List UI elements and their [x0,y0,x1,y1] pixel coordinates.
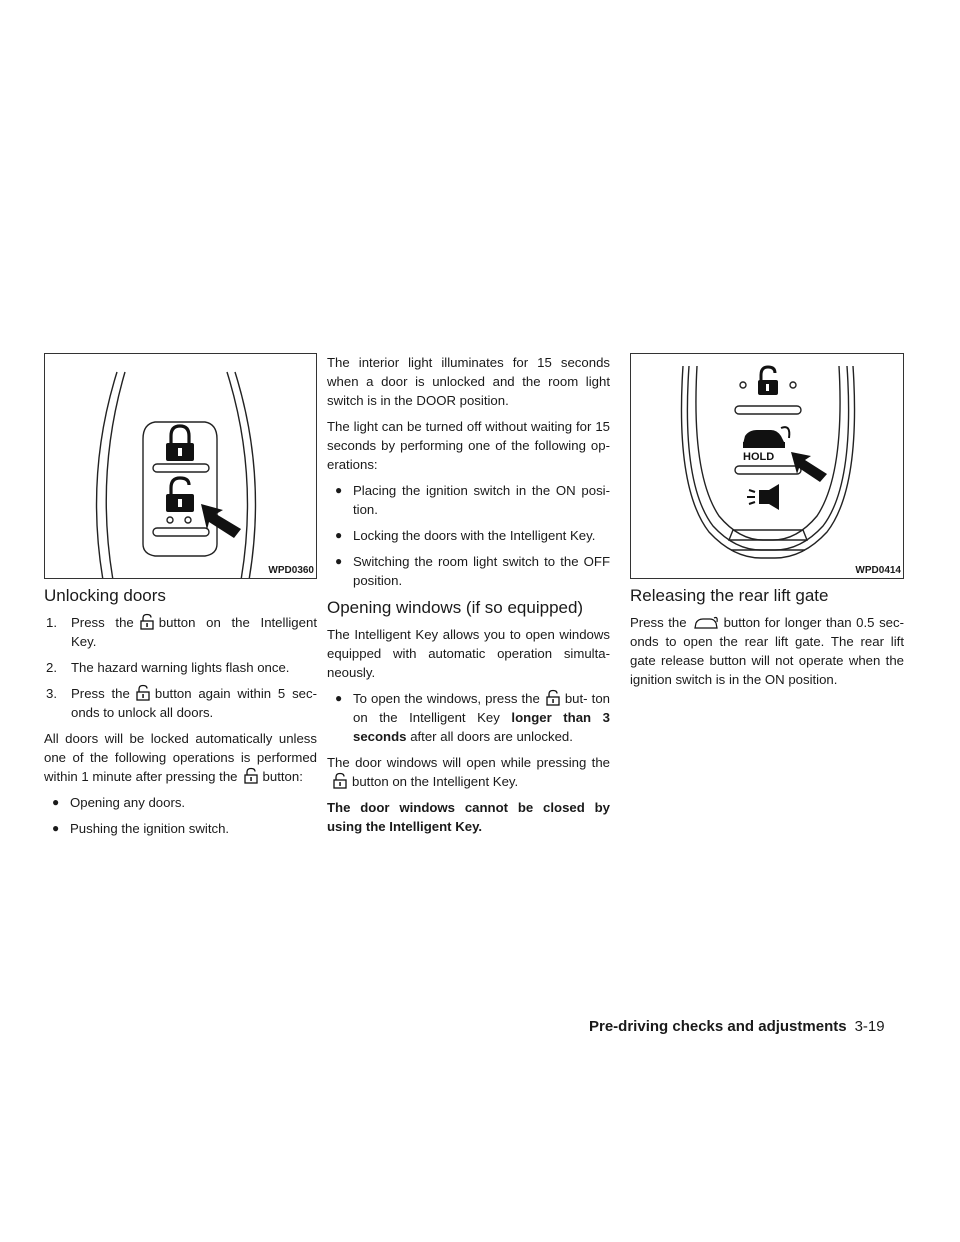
lift-gate-text-pre: Press the [630,615,687,630]
bullet-dot: ● [335,483,343,497]
unlock-icon [243,767,258,784]
step-text-pre: Press the [71,686,130,701]
step-text: The hazard warning lights flash once. [71,660,290,675]
list-item: ● Locking the doors with the Intelligent … [327,526,610,545]
bullet-dot: ● [52,821,60,835]
panic-alarm-icon [747,484,779,510]
key-fob-illustration [95,371,257,578]
lift-gate-icon [743,426,791,448]
windows-pressing-paragraph: The door windows will open while pressin… [327,753,610,791]
figure-code: WPD0414 [855,565,901,576]
heading-rear-lift-gate: Releasing the rear lift gate [630,586,829,605]
lock-icon [166,424,194,461]
bullet-dot: ● [335,554,343,568]
auto-lock-paragraph: All doors will be locked automatically u… [44,729,317,786]
step-number: 2. [46,660,57,675]
lift-gate-text-post: button for longer than 0.5 sec- onds to … [630,615,904,687]
heading-unlocking-doors: Unlocking doors [44,586,166,605]
key-fob-figure-unlock: WPD0360 [44,353,317,579]
bullet-text: Switching the room light switch to the O… [353,554,610,588]
unlock-icon [166,476,194,512]
light-off-paragraph: The light can be turned off without wait… [327,419,610,472]
column-right: HOLD WPD0414 Releasing the rear lift gat… [630,353,904,696]
bullet-text-post: after all doors are unlocked. [410,729,573,744]
windows-intro-paragraph: The Intelligent Key allows you to open w… [327,627,610,680]
bullet-text-pre: To open the windows, press the [353,691,540,706]
bullet-text-mid: but- ton on the Intelligent Key [353,691,610,725]
bullet-dot: ● [52,795,60,809]
bullet-dot: ● [335,528,343,542]
windows-warning: The door windows cannot be closed by usi… [327,800,610,834]
unlock-icon [333,772,347,789]
bullet-text: Opening any doors. [70,795,186,810]
page-footer: Pre-driving checks and adjustments 3-19 [589,1017,907,1037]
light-off-bullets: ● Placing the ignition switch in the ON p… [327,481,610,590]
list-item: ● Pushing the ignition switch. [44,819,317,838]
figure-code: WPD0360 [268,565,314,576]
list-item: ● Opening any doors. [44,793,317,812]
key-fob-figure-lift-gate: HOLD WPD0414 [630,353,904,579]
list-item: ● Placing the ignition switch in the ON p… [327,481,610,519]
pointer-arrow-icon [201,504,241,538]
windows-pressing-post: button on the Intelligent Key. [352,774,519,789]
heading-opening-windows: Opening windows (if so equipped) [327,598,584,617]
interior-light-paragraph: The interior light illuminates for 15 se… [327,355,610,408]
bullet-text: Pushing the ignition switch. [70,821,230,836]
windows-pressing-pre: The door windows will open while pressin… [327,755,610,770]
hold-label: HOLD [743,451,774,463]
step-text-post: button on the Intelligent Key. [71,615,317,649]
auto-lock-bullets: ● Opening any doors. ● Pushing the ignitio… [44,793,317,838]
footer-section-title: Pre-driving checks and adjustments [589,1018,847,1035]
column-middle: The interior light illuminates for 15 se… [327,353,610,843]
bullet-text-bold: longer than 3 seconds [353,710,611,744]
page-number: 3-19 [854,1018,885,1035]
lift-gate-icon [693,616,718,629]
unlock-icon [546,689,560,706]
auto-lock-text-pre: All doors will be locked automatically u… [44,731,317,784]
list-item: 2. The hazard warning lights flash once. [44,658,317,677]
unlock-icon [140,613,154,630]
unlock-icon [758,365,778,395]
step-text-post: button again within 5 sec- onds to unloc… [71,686,317,720]
key-fob-illustration: HOLD [680,365,856,559]
step-text-pre: Press the [71,615,134,630]
step-number: 3. [46,686,57,701]
list-item: ● Switching the room light switch to the … [327,552,610,590]
bullet-text: Placing the ignition switch in the ON po… [353,483,610,517]
bullet-text: Locking the doors with the Intelligent K… [353,528,596,543]
step-number: 1. [46,615,57,630]
bullet-dot: ● [335,691,343,705]
auto-lock-text-post: button: [262,769,303,784]
unlock-icon [136,684,150,701]
pointer-arrow-icon [791,452,827,482]
